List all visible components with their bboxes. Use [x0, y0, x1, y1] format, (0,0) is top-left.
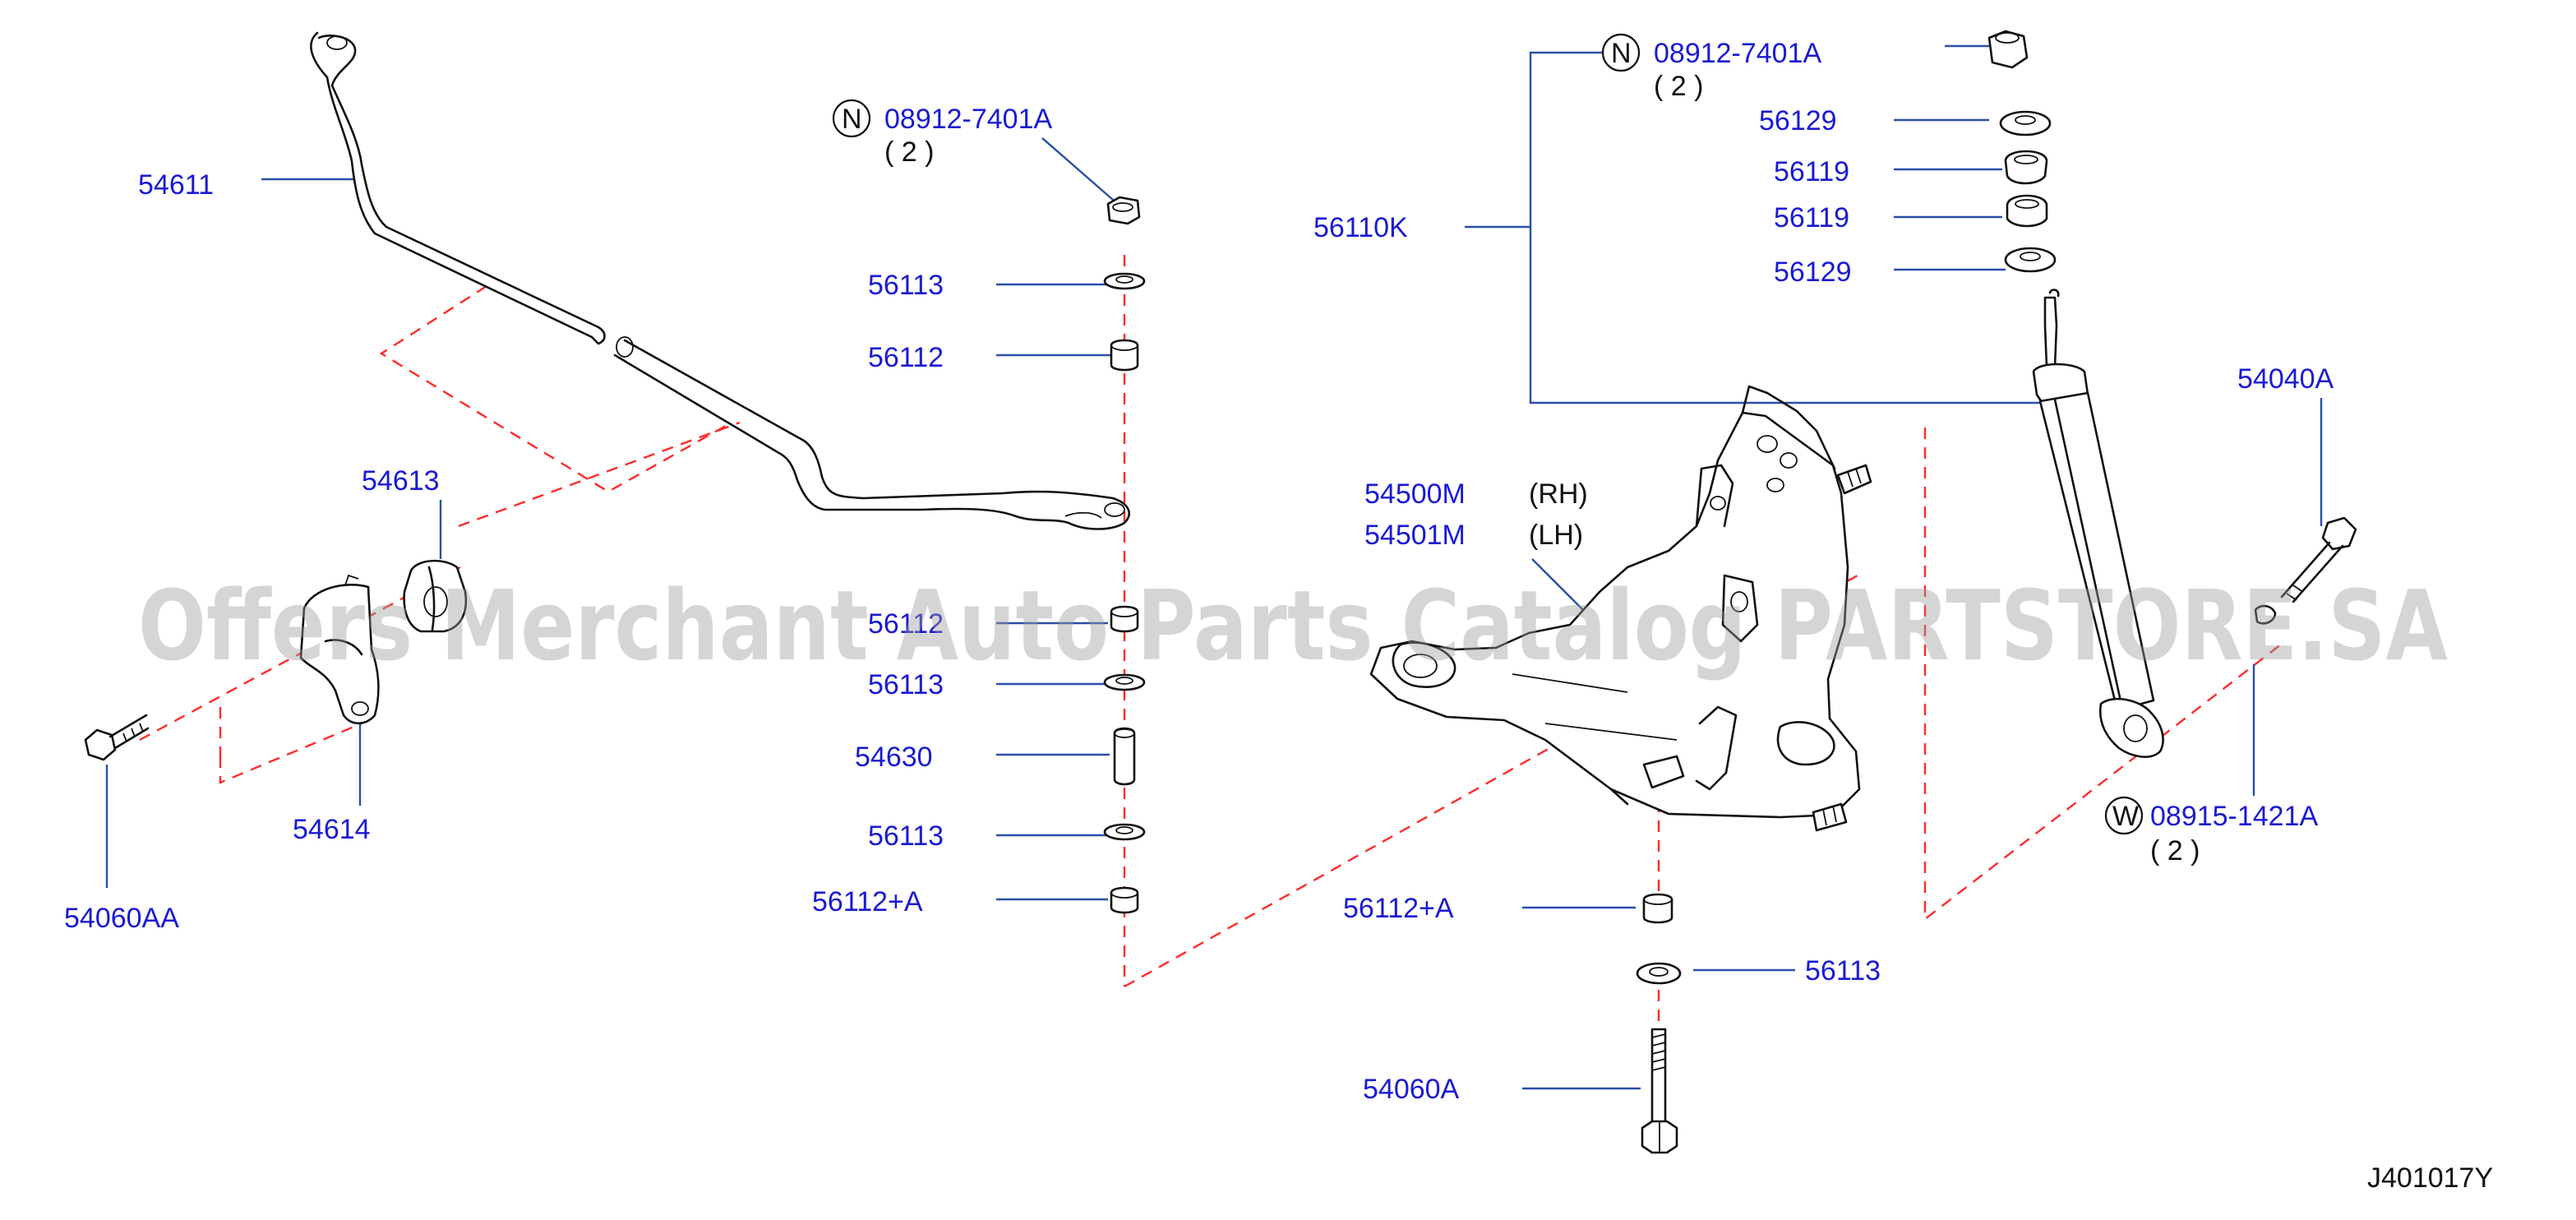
- label-56112A-b[interactable]: 56112+A: [1343, 893, 1454, 924]
- part-labels: 54611 54613 54614 54060AA N 08912-7401A …: [64, 33, 2493, 1194]
- label-54500M[interactable]: 54500M: [1364, 478, 1466, 510]
- label-qty-washer: ( 2 ): [2150, 835, 2200, 866]
- diagram-code: J401017Y: [2367, 1162, 2493, 1194]
- assembly-dashed-lines: [139, 255, 2286, 1118]
- label-qty-right: ( 2 ): [1654, 71, 1703, 102]
- stabilizer-bar: [310, 31, 1130, 530]
- n-marker-top-mid: N: [832, 99, 871, 138]
- label-54060A[interactable]: 54060A: [1363, 1074, 1460, 1105]
- label-08915-1421A[interactable]: 08915-1421A: [2150, 801, 2319, 832]
- label-56129-a[interactable]: 56129: [1759, 105, 1837, 136]
- w-marker-letter: W: [2112, 801, 2139, 832]
- label-54611[interactable]: 54611: [138, 169, 214, 201]
- label-56113-b[interactable]: 56113: [868, 669, 944, 700]
- center-link-stack: [1103, 196, 1146, 914]
- label-56113-a[interactable]: 56113: [868, 270, 944, 301]
- label-54630[interactable]: 54630: [855, 742, 933, 773]
- label-54501M[interactable]: 54501M: [1364, 520, 1466, 551]
- bolt-54060AA: [84, 714, 150, 761]
- n-marker-letter: N: [1611, 38, 1632, 69]
- bolt-54040A: [2254, 516, 2357, 625]
- label-08912-7401A-mid[interactable]: 08912-7401A: [884, 104, 1053, 135]
- label-56119-a[interactable]: 56119: [1774, 156, 1849, 187]
- label-qty-mid: ( 2 ): [884, 136, 934, 168]
- label-56129-b[interactable]: 56129: [1774, 256, 1852, 288]
- label-56112-b[interactable]: 56112: [868, 608, 944, 640]
- label-54040A[interactable]: 54040A: [2237, 363, 2334, 395]
- label-54613[interactable]: 54613: [362, 465, 440, 497]
- label-56112A-a[interactable]: 56112+A: [812, 886, 923, 917]
- label-56110K[interactable]: 56110K: [1313, 212, 1408, 243]
- label-lh: (LH): [1529, 520, 1583, 551]
- n-marker-letter: N: [842, 104, 862, 135]
- label-rh: (RH): [1529, 478, 1588, 510]
- shock-absorber: [2032, 289, 2164, 758]
- label-56113-d[interactable]: 56113: [1805, 955, 1881, 987]
- label-56113-c[interactable]: 56113: [868, 820, 944, 852]
- label-54060AA[interactable]: 54060AA: [64, 903, 179, 934]
- shock-mount-kit: [1987, 30, 2057, 273]
- bushing-and-bracket: [299, 559, 468, 725]
- watermark-text: Offers Merchant Auto Parts Catalog PARTS…: [138, 569, 2448, 682]
- bottom-link-stack: [1636, 893, 1682, 1154]
- w-marker: W: [2104, 796, 2144, 835]
- label-08912-7401A-right[interactable]: 08912-7401A: [1654, 38, 1822, 69]
- label-54614[interactable]: 54614: [293, 814, 371, 845]
- lower-control-arm: [1369, 385, 1872, 832]
- n-marker-top-right: N: [1601, 33, 1641, 72]
- label-56112-a[interactable]: 56112: [868, 342, 944, 373]
- label-56119-b[interactable]: 56119: [1774, 202, 1849, 233]
